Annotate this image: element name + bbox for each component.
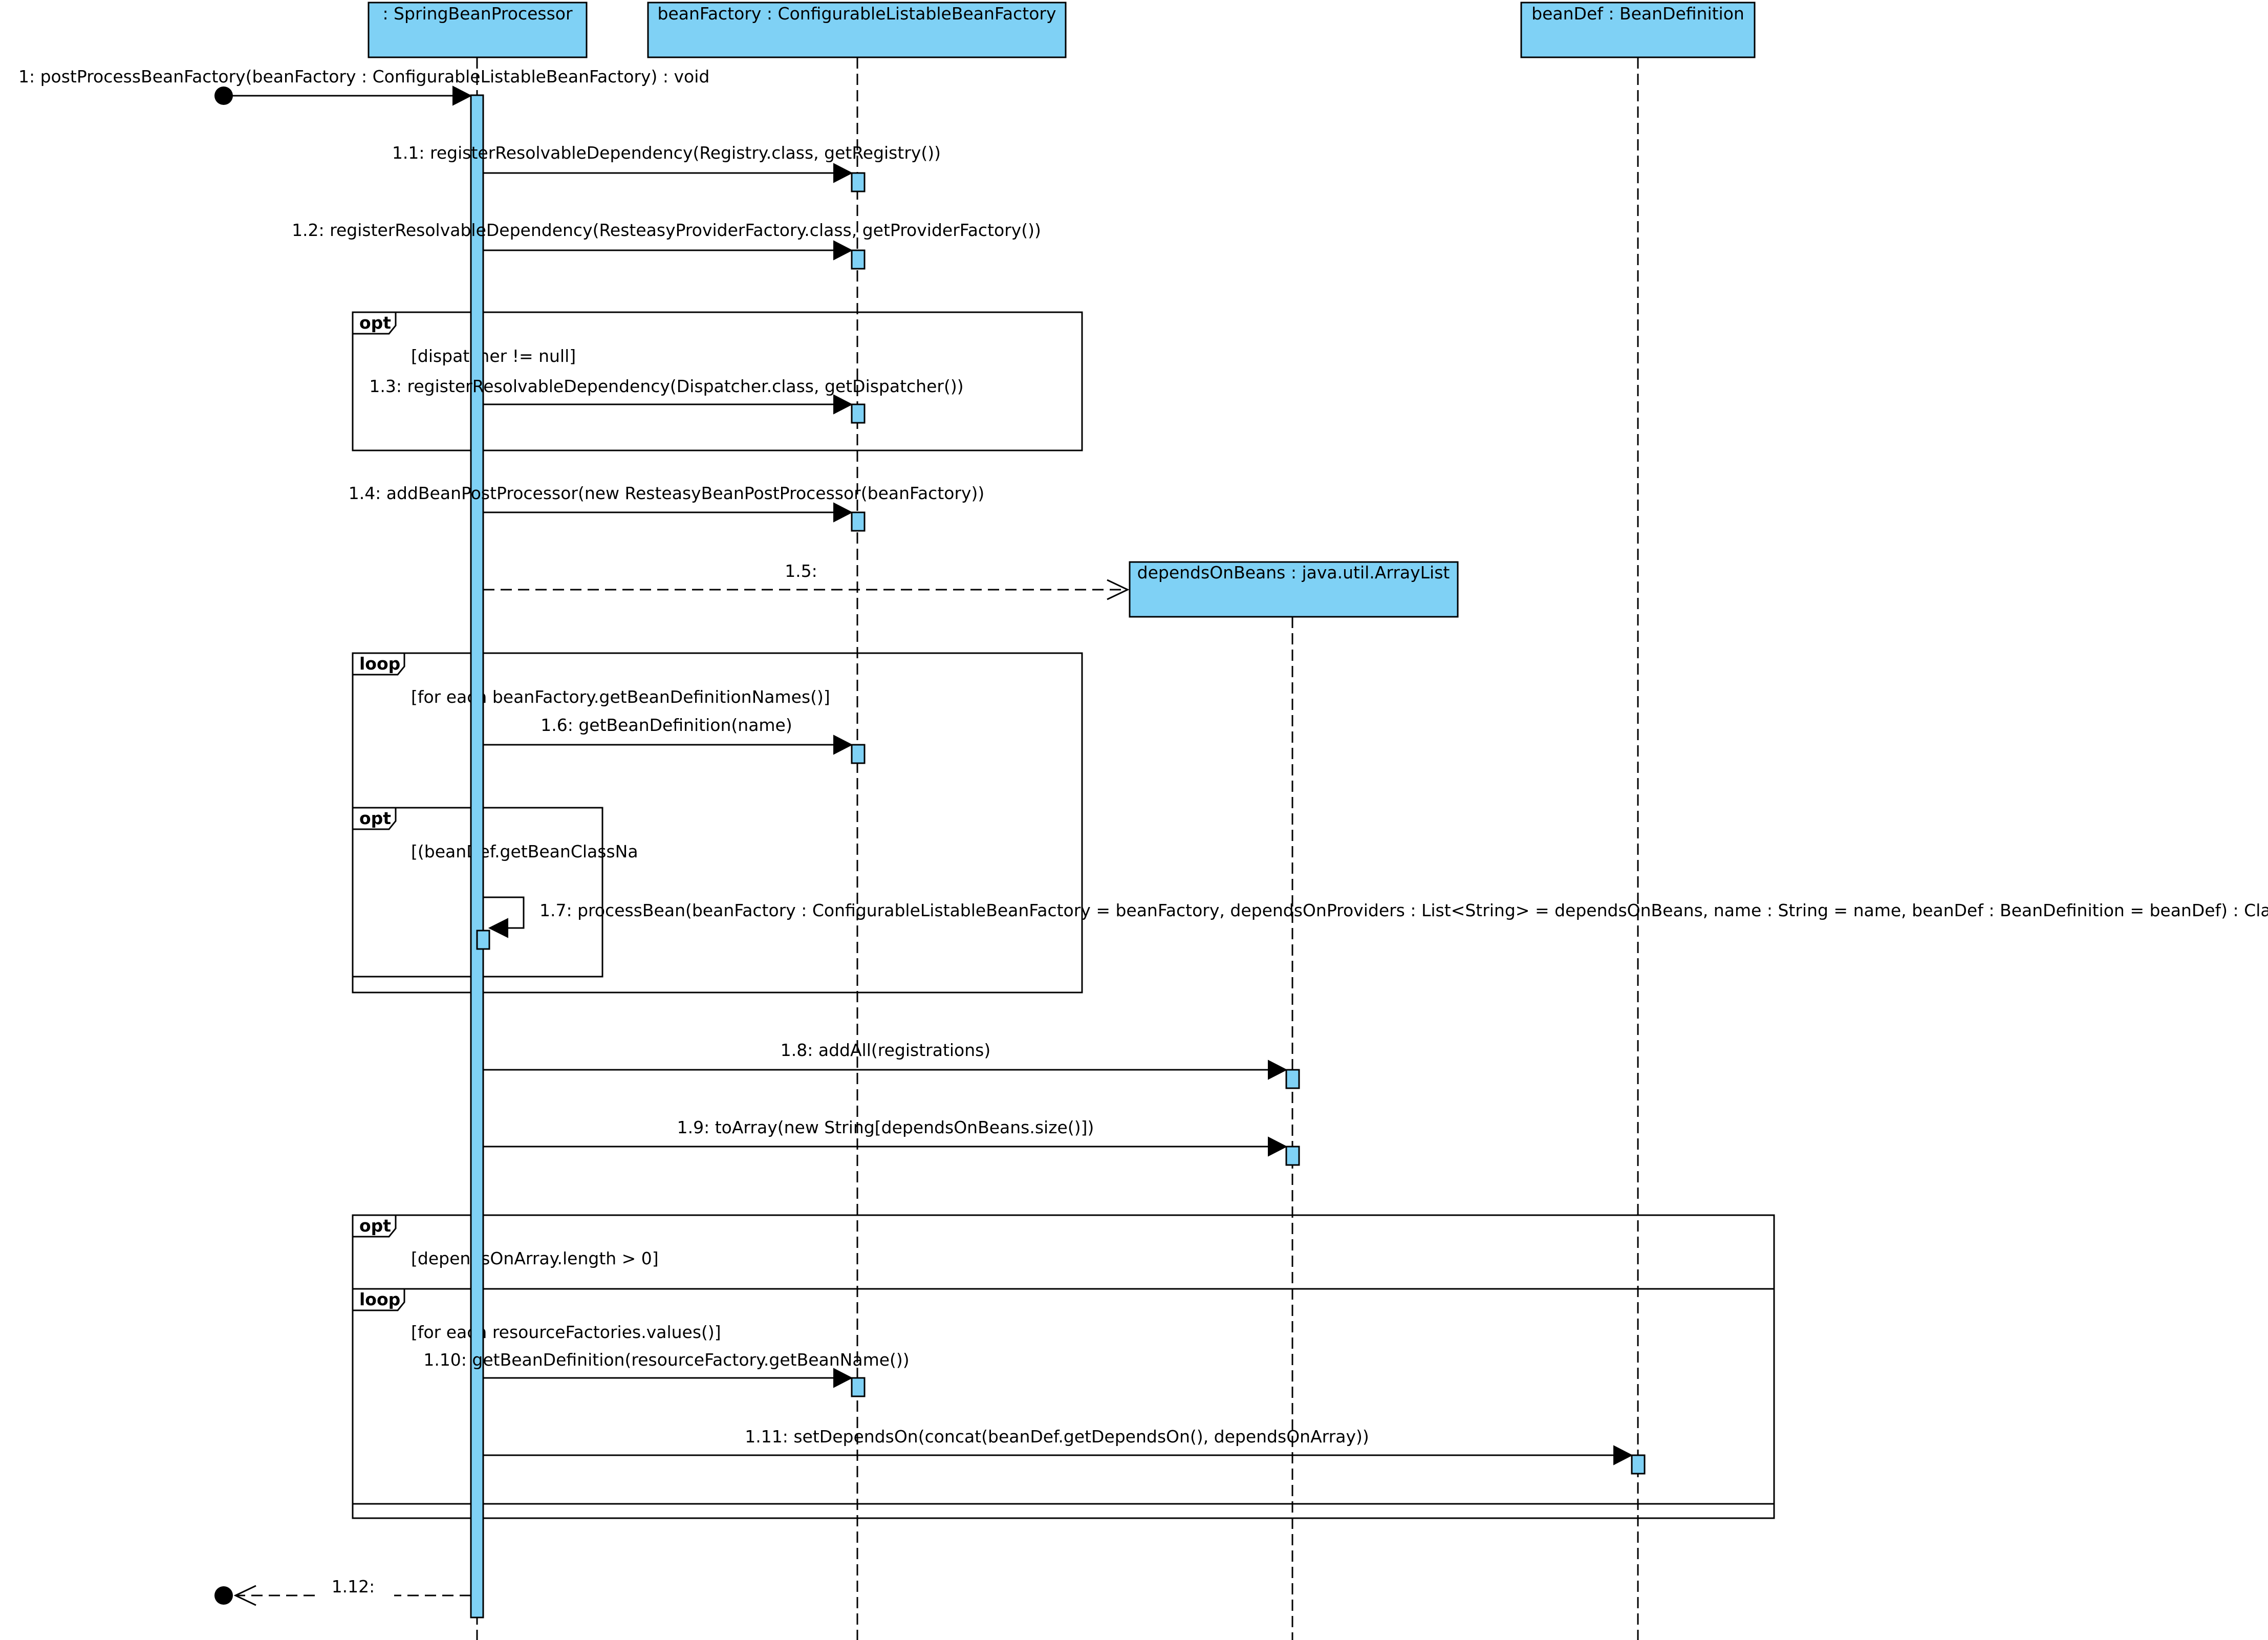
activation-factory — [851, 744, 866, 764]
message-1-6: 1.6: getBeanDefinition(name) — [483, 715, 853, 755]
fragment-operator: opt — [359, 313, 391, 333]
message-1-3: 1.3: registerResolvableDependency(Dispat… — [369, 376, 964, 415]
message-1-9: 1.9: toArray(new String[dependsOnBeans.s… — [483, 1117, 1288, 1157]
lifeline-label-factory: beanFactory : ConfigurableListableBeanFa… — [658, 4, 1056, 24]
fragment-operator: loop — [359, 654, 400, 674]
activation-factory — [851, 511, 866, 532]
message-1-1: 1.1: registerResolvableDependency(Regist… — [392, 143, 941, 183]
message-label: 1.1: registerResolvableDependency(Regist… — [392, 143, 941, 163]
message-1-7: 1.7: processBean(beanFactory : Configura… — [483, 896, 2268, 938]
message-label: 1.12: — [332, 1577, 375, 1596]
fragment-guard: [(beanDef.getBeanClassNa — [411, 841, 638, 861]
lifeline-label-deps: dependsOnBeans : java.util.ArrayList — [1137, 563, 1450, 582]
return-message-dot — [214, 1586, 233, 1605]
lifeline-head-factory[interactable]: beanFactory : ConfigurableListableBeanFa… — [647, 2, 1067, 58]
fragment-operator: opt — [359, 808, 391, 828]
fragment-opt-dispatcher: opt [dispatcher != null] — [352, 311, 1083, 451]
message-1-5: 1.5: — [483, 561, 1130, 600]
message-label: 1.4: addBeanPostProcessor(new ResteasyBe… — [349, 483, 985, 503]
fragment-loop-resource-factories: loop [for each resourceFactories.values(… — [352, 1288, 721, 1342]
message-1-11: 1.11: setDependsOn(concat(beanDef.getDep… — [483, 1427, 1633, 1465]
activation-factory — [851, 1377, 866, 1397]
message-1-12: 1.12: — [214, 1577, 471, 1606]
fragment-guard: [dependsOnArray.length > 0] — [411, 1248, 659, 1268]
message-label: 1.3: registerResolvableDependency(Dispat… — [369, 376, 963, 396]
message-label: 1.7: processBean(beanFactory : Configura… — [539, 900, 2268, 920]
fragment-loop-bean-names: loop [for each beanFactory.getBeanDefini… — [352, 652, 1083, 994]
activation-spring-self — [476, 930, 490, 950]
message-1: 1: postProcessBeanFactory(beanFactory : … — [18, 67, 709, 106]
message-label: 1: postProcessBeanFactory(beanFactory : … — [18, 67, 709, 87]
message-1-10: 1.10: getBeanDefinition(resourceFactory.… — [423, 1350, 910, 1388]
lifeline-head-spring[interactable]: : SpringBeanProcessor — [368, 2, 588, 58]
activation-deps — [1285, 1146, 1300, 1166]
fragment-operator: opt — [359, 1216, 391, 1236]
message-label: 1.9: toArray(new String[dependsOnBeans.s… — [677, 1117, 1094, 1137]
message-label: 1.8: addAll(registrations) — [781, 1040, 990, 1060]
activation-spring-main — [470, 94, 484, 1619]
activation-factory — [851, 249, 866, 270]
lifeline-label-beandef: beanDef : BeanDefinition — [1531, 4, 1744, 24]
message-label: 1.10: getBeanDefinition(resourceFactory.… — [423, 1350, 909, 1370]
fragment-guard: [dispatcher != null] — [411, 346, 576, 366]
activation-deps — [1285, 1069, 1300, 1089]
fragment-guard: [for each resourceFactories.values()] — [411, 1322, 721, 1342]
activation-factory — [851, 172, 866, 192]
lifeline-head-deps[interactable]: dependsOnBeans : java.util.ArrayList — [1129, 561, 1459, 618]
message-label: 1.11: setDependsOn(concat(beanDef.getDep… — [745, 1427, 1369, 1447]
lifeline-label-spring: : SpringBeanProcessor — [382, 4, 573, 24]
message-label: 1.6: getBeanDefinition(name) — [541, 715, 792, 735]
message-1-2: 1.2: registerResolvableDependency(Restea… — [292, 220, 1041, 261]
message-label: 1.2: registerResolvableDependency(Restea… — [292, 220, 1041, 240]
activation-factory — [851, 403, 866, 424]
message-1-4: 1.4: addBeanPostProcessor(new ResteasyBe… — [349, 483, 985, 523]
message-label: 1.5: — [785, 561, 817, 581]
fragment-opt-bean-class: opt [(beanDef.getBeanClassNa — [352, 807, 638, 978]
message-1-8: 1.8: addAll(registrations) — [483, 1040, 1288, 1080]
fragment-operator: loop — [359, 1289, 400, 1309]
fragment-opt-depends-array: opt [dependsOnArray.length > 0] — [352, 1214, 1775, 1519]
lifeline-head-beandef[interactable]: beanDef : BeanDefinition — [1520, 2, 1756, 58]
activation-beandef — [1631, 1454, 1646, 1475]
